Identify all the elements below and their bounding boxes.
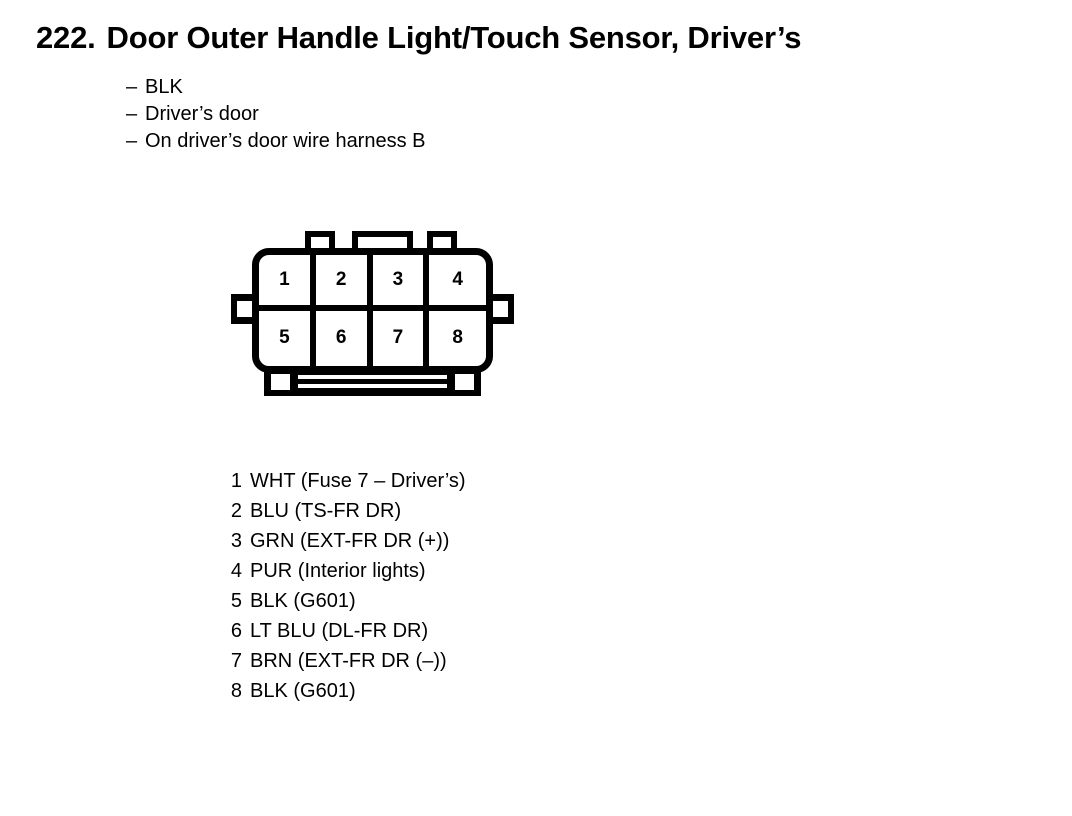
note-item-label: On driver’s door wire harness B: [145, 130, 426, 152]
note-item: –On driver’s door wire harness B: [126, 128, 426, 155]
connector-body: 1 2 3 4 5 6 7 8: [252, 248, 493, 373]
legend-pin-number: 3: [230, 530, 242, 552]
legend-row: 3 GRN (EXT-FR DR (+)): [220, 526, 466, 556]
bottom-plate-stripe: [298, 375, 447, 379]
legend-pin-number: 8: [230, 680, 242, 702]
page-title-text: Door Outer Handle Light/Touch Sensor, Dr…: [106, 20, 802, 55]
legend-row: 1 WHT (Fuse 7 – Driver’s): [220, 466, 466, 496]
legend-pin-number: 7: [230, 650, 242, 672]
bottom-plate-stripe: [298, 384, 447, 388]
legend-pin-description: BLU (TS-FR DR): [250, 500, 402, 522]
legend-row: 7 BRN (EXT-FR DR (–)): [220, 646, 466, 676]
pin-legend: 1 WHT (Fuse 7 – Driver’s) 2 BLU (TS-FR D…: [220, 466, 466, 706]
note-dash-icon: –: [126, 103, 138, 125]
bottom-plate-hole-left: [271, 374, 290, 390]
legend-pin-description: LT BLU (DL-FR DR): [250, 620, 429, 642]
legend-pin-description: BRN (EXT-FR DR (–)): [250, 650, 447, 672]
pin-cell: 6: [316, 310, 373, 366]
tab-hole: [237, 301, 252, 317]
legend-pin-description: PUR (Interior lights): [250, 560, 426, 582]
page-number: 222.: [36, 20, 96, 55]
note-dash-icon: –: [126, 130, 138, 152]
pin-cell: 7: [373, 310, 430, 366]
note-dash-icon: –: [126, 76, 138, 98]
note-item: –BLK: [126, 74, 426, 101]
pin-cell: 5: [259, 310, 316, 366]
legend-row: 6 LT BLU (DL-FR DR): [220, 616, 466, 646]
legend-pin-number: 6: [230, 620, 242, 642]
legend-row: 4 PUR (Interior lights): [220, 556, 466, 586]
tab-hole: [493, 301, 508, 317]
legend-row: 5 BLK (G601): [220, 586, 466, 616]
legend-pin-number: 4: [230, 560, 242, 582]
connector-bottom-plate: [264, 367, 481, 396]
note-item-label: Driver’s door: [145, 103, 259, 125]
pin-cell: 2: [315, 255, 373, 311]
note-item-label: BLK: [145, 76, 183, 98]
pin-cell: 1: [259, 255, 316, 311]
connector-pin-grid: 1 2 3 4 5 6 7 8: [259, 255, 486, 366]
legend-pin-description: BLK (G601): [250, 590, 356, 612]
note-item: –Driver’s door: [126, 101, 426, 128]
legend-pin-number: 5: [230, 590, 242, 612]
pin-cell: 4: [429, 255, 486, 311]
legend-pin-description: BLK (G601): [250, 680, 356, 702]
legend-pin-number: 2: [230, 500, 242, 522]
legend-pin-description: GRN (EXT-FR DR (+)): [250, 530, 450, 552]
legend-pin-description: WHT (Fuse 7 – Driver’s): [250, 470, 466, 492]
legend-row: 2 BLU (TS-FR DR): [220, 496, 466, 526]
connector-diagram: 1 2 3 4 5 6 7 8: [231, 231, 514, 396]
pin-cell: 8: [452, 327, 463, 349]
notes-list: –BLK –Driver’s door –On driver’s door wi…: [126, 74, 426, 155]
legend-pin-number: 1: [230, 470, 242, 492]
page-title: 222. Door Outer Handle Light/Touch Sensor…: [36, 22, 801, 53]
bottom-plate-hole-right: [455, 374, 474, 390]
pin-cell: 3: [372, 255, 430, 311]
legend-row: 8 BLK (G601): [220, 676, 466, 706]
